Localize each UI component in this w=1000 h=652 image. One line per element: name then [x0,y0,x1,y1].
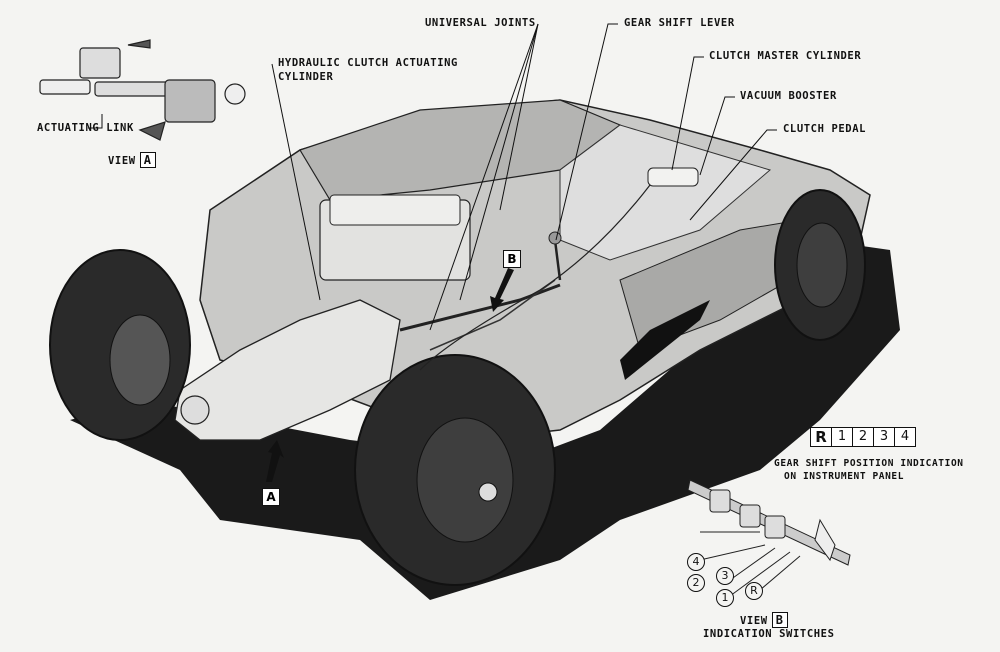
gear-indicator-3: 3 [873,428,894,446]
clutch-master-cylinder-part [647,167,699,187]
label-hydraulic-clutch-1: HYDRAULIC CLUTCH ACTUATING [278,57,458,69]
label-gear-position-2: ON INSTRUMENT PANEL [784,471,905,482]
label-indication-switches: INDICATION SWITCHES [703,628,835,640]
gear-shift-knob [548,231,562,245]
view-b-letter: B [771,612,788,628]
view-a-prefix: VIEW [108,155,136,167]
label-gear-position-1: GEAR SHIFT POSITION INDICATION [774,458,964,469]
view-a-letter: A [139,152,156,168]
gear-indicator-4: 4 [894,428,915,446]
leader-lines [88,23,777,331]
shift-linkage [429,279,556,351]
gear-position-indicator: R 1 2 3 4 [810,427,916,447]
rear-left-rim [109,314,171,406]
label-universal-joints: UNIVERSAL JOINTS [425,17,536,29]
gear-indicator-r: R [815,428,827,446]
hydraulic-line [419,184,651,371]
callout-b-arrow [490,268,514,312]
side-vent [620,300,710,380]
callout-b-label: B [503,250,521,268]
gear-indicator-2: 2 [852,428,873,446]
view-a-inset [39,39,246,141]
switch-number-1: 1 [716,589,734,607]
ground-shadow [70,240,900,600]
transaxle [174,299,401,441]
axle-flange [180,395,210,425]
air-cleaner [329,194,461,226]
label-clutch-pedal: CLUTCH PEDAL [783,123,867,135]
windshield [559,124,772,261]
rear-right-hub [478,482,498,502]
label-clutch-master-cylinder: CLUTCH MASTER CYLINDER [709,50,862,62]
switch-number-r: R [745,582,763,600]
gear-shift-lever-part [553,239,562,281]
label-actuating-link: ACTUATING LINK [37,122,134,134]
switch-number-4: 4 [687,553,705,571]
callout-a-arrow [266,440,284,482]
label-gear-shift-lever: GEAR SHIFT LEVER [624,17,735,29]
drive-shaft [399,283,561,332]
gear-indicator-1: 1 [831,428,852,446]
view-b-prefix: VIEW [740,615,768,627]
front-right-rim [796,222,848,308]
view-b-inset [687,479,851,597]
label-hydraulic-clutch-2: CYLINDER [278,71,334,83]
rear-right-rim [416,417,514,543]
label-vacuum-booster: VACUUM BOOSTER [740,90,837,102]
callout-a-label: A [262,488,280,506]
switch-number-2: 2 [687,574,705,592]
switch-number-3: 3 [716,567,734,585]
